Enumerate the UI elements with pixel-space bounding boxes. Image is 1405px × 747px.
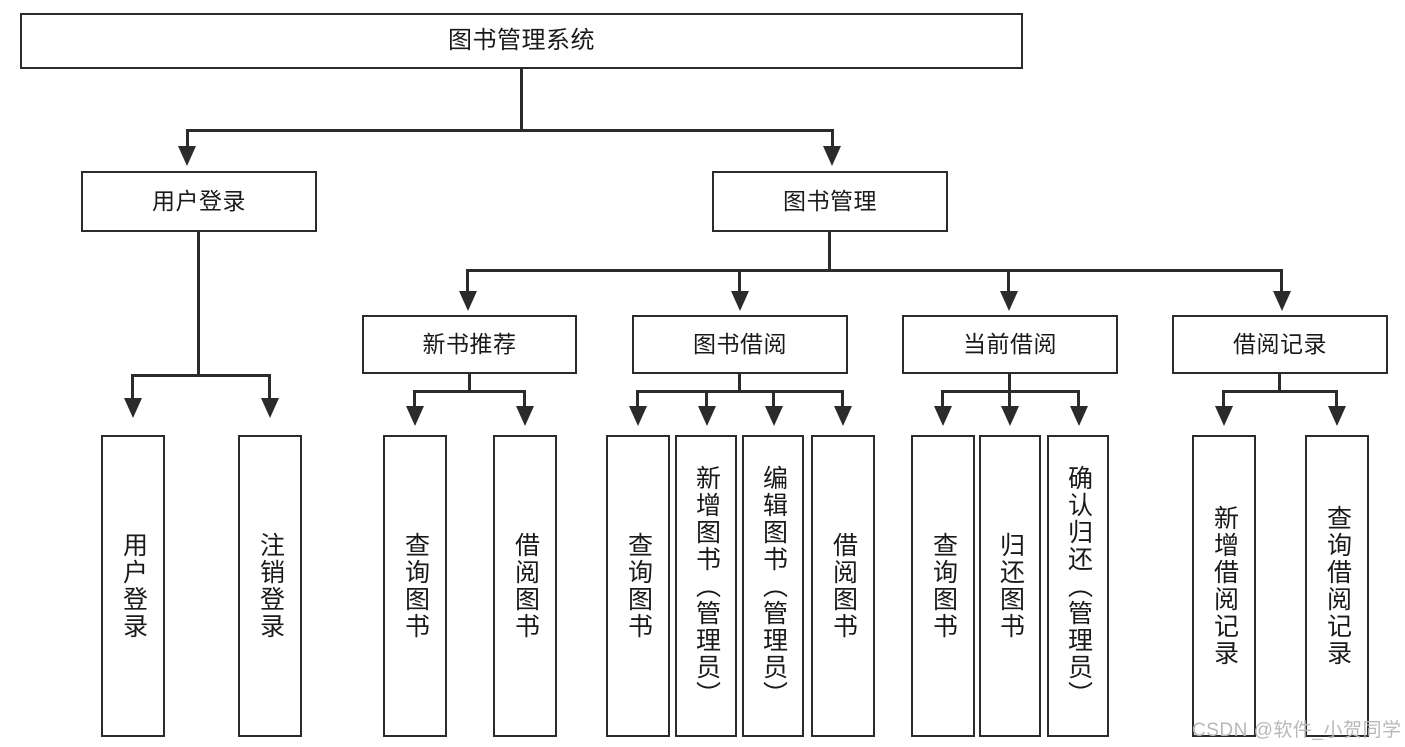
node-label: 查询借阅记录 [1323,505,1352,667]
connector-cb-drop-1 [941,390,944,408]
connector-cb-drop-3 [1077,390,1080,408]
leaf-bb-add-book-admin[interactable]: 新增图书（管理员） [675,435,737,737]
arrowhead-leaf-user-login-2 [261,398,279,418]
connector-br-drop-2 [1335,390,1338,408]
arrowhead-leaf-br-2 [1328,406,1346,426]
connector-book-manage-bus [466,269,1283,272]
connector-root-left-drop [186,129,189,149]
node-borrow-record[interactable]: 借阅记录 [1172,315,1388,374]
connector-l3-drop-2 [738,269,741,291]
connector-root-right-drop [831,129,834,149]
connector-user-login-drop-1 [131,374,134,398]
arrowhead-leaf-bb-1 [629,406,647,426]
arrowhead-to-book-manage [823,146,841,166]
arrowhead-leaf-nbr-1 [406,406,424,426]
connector-bb-drop-3 [772,390,775,408]
connector-l3-drop-1 [466,269,469,291]
arrowhead-leaf-bb-4 [834,406,852,426]
connector-bb-stem [738,374,741,392]
node-label: 借阅图书 [511,532,540,640]
node-user-login[interactable]: 用户登录 [81,171,317,232]
connector-nbr-bus [413,390,526,393]
node-label: 借阅记录 [1233,331,1327,358]
leaf-logout[interactable]: 注销登录 [238,435,302,737]
node-label: 确认归还（管理员） [1064,464,1093,708]
leaf-nbr-borrow-book[interactable]: 借阅图书 [493,435,557,737]
connector-br-drop-1 [1222,390,1225,408]
node-new-book-recommend[interactable]: 新书推荐 [362,315,577,374]
node-label: 编辑图书（管理员） [759,464,788,708]
connector-nbr-stem [468,374,471,392]
connector-br-stem [1278,374,1281,392]
node-label: 归还图书 [996,532,1025,640]
watermark-csdn: CSDN @软件_小贺同学 [1192,720,1402,741]
arrowhead-leaf-br-1 [1215,406,1233,426]
connector-l3-drop-4 [1280,269,1283,291]
node-label: 图书管理系统 [448,27,595,54]
arrowhead-to-user-login [178,146,196,166]
node-label: 查询图书 [401,532,430,640]
node-label: 新书推荐 [422,331,517,358]
leaf-br-add-record[interactable]: 新增借阅记录 [1192,435,1256,737]
node-label: 当前借阅 [963,331,1057,358]
connector-book-manage-stem [828,232,831,271]
node-book-management[interactable]: 图书管理 [712,171,948,232]
connector-cb-drop-2 [1008,390,1011,408]
node-root-system[interactable]: 图书管理系统 [20,13,1023,69]
connector-bb-bus [636,390,844,393]
arrowhead-l3-borrow-record [1273,291,1291,311]
arrowhead-leaf-cb-2 [1001,406,1019,426]
leaf-cb-query-book[interactable]: 查询图书 [911,435,975,737]
connector-bb-drop-4 [841,390,844,408]
arrowhead-leaf-bb-3 [765,406,783,426]
arrowhead-leaf-cb-1 [934,406,952,426]
connector-nbr-drop-1 [413,390,416,408]
node-label: 用户登录 [119,532,148,640]
arrowhead-leaf-user-login-1 [124,398,142,418]
node-current-borrow[interactable]: 当前借阅 [902,315,1118,374]
connector-bb-drop-2 [705,390,708,408]
node-label: 查询图书 [929,532,958,640]
node-label: 查询图书 [624,532,653,640]
connector-nbr-drop-2 [523,390,526,408]
node-label: 借阅图书 [829,532,858,640]
connector-user-login-bus-2 [131,374,270,377]
connector-root-bus [186,129,834,132]
node-label: 新增借阅记录 [1210,505,1239,667]
leaf-bb-borrow-book[interactable]: 借阅图书 [811,435,875,737]
connector-bb-drop-1 [636,390,639,408]
leaf-nbr-query-book[interactable]: 查询图书 [383,435,447,737]
leaf-bb-query-book[interactable]: 查询图书 [606,435,670,737]
connector-user-login-stem [197,232,200,377]
connector-cb-stem [1008,374,1011,392]
node-label: 新增图书（管理员） [692,464,721,708]
leaf-cb-return-book[interactable]: 归还图书 [979,435,1041,737]
node-label: 用户登录 [152,188,246,215]
arrowhead-l3-current-borrow [1000,291,1018,311]
connector-user-login-drop-2 [268,374,271,398]
arrowhead-leaf-cb-3 [1070,406,1088,426]
connector-l3-drop-3 [1007,269,1010,291]
leaf-bb-edit-book-admin[interactable]: 编辑图书（管理员） [742,435,804,737]
leaf-br-query-record[interactable]: 查询借阅记录 [1305,435,1369,737]
arrowhead-l3-new-book [459,291,477,311]
node-label: 图书借阅 [693,331,787,358]
arrowhead-leaf-nbr-2 [516,406,534,426]
arrowhead-leaf-bb-2 [698,406,716,426]
node-label: 注销登录 [256,532,285,640]
node-label: 图书管理 [783,188,877,215]
leaf-user-login[interactable]: 用户登录 [101,435,165,737]
arrowhead-l3-book-borrow [731,291,749,311]
leaf-cb-confirm-return-admin[interactable]: 确认归还（管理员） [1047,435,1109,737]
node-book-borrow[interactable]: 图书借阅 [632,315,848,374]
connector-root-stem [520,69,523,131]
connector-br-bus [1222,390,1338,393]
